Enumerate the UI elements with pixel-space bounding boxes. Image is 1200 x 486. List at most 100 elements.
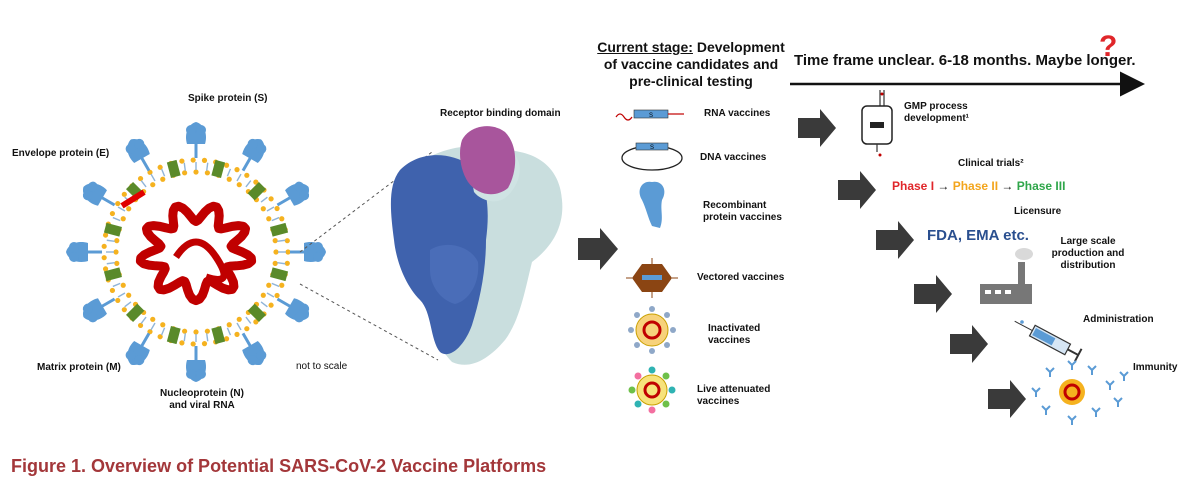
membrane-tail <box>150 173 156 182</box>
membrane-lipid <box>109 210 116 217</box>
membrane-lipid <box>204 170 210 176</box>
nucleocapsid-rna-inner <box>173 238 228 283</box>
matrix-protein <box>247 303 267 323</box>
membrane-lipid <box>115 200 121 207</box>
arrow-administration <box>950 325 988 363</box>
membrane-lipid <box>121 307 127 313</box>
matrix-protein <box>166 159 181 178</box>
nucleocapsid-rna <box>135 201 257 306</box>
phase-arrow-2: → <box>998 179 1017 193</box>
membrane-lipid <box>279 216 285 222</box>
antibody <box>1041 405 1051 415</box>
membrane-lipid <box>193 169 199 175</box>
membrane-lipid <box>113 249 119 255</box>
membrane-lipid <box>274 205 280 212</box>
membrane-tail <box>226 168 232 177</box>
arrow-immunity <box>988 380 1026 418</box>
membrane-tail <box>236 322 242 331</box>
membrane-lipid <box>204 328 210 334</box>
membrane-lipid <box>201 157 208 163</box>
membrane-lipid <box>253 319 259 325</box>
membrane-lipid <box>160 176 166 182</box>
phase-2-label: Phase II <box>952 179 999 193</box>
matrix-protein <box>125 303 145 323</box>
membrane-tail <box>245 316 252 324</box>
figure-caption: Figure 1. Overview of Potential SARS-CoV… <box>11 456 547 476</box>
platform-label-dna: DNA vaccines <box>700 152 767 163</box>
membrane-tail <box>183 333 186 342</box>
membrane-tail <box>226 327 232 336</box>
membrane-lipid <box>226 322 232 328</box>
membrane-lipid <box>115 297 121 304</box>
platform-label-rna: RNA vaccines <box>704 108 771 119</box>
membrane-tail <box>277 262 286 265</box>
spike-protein <box>64 240 104 264</box>
membrane-lipid <box>284 238 290 244</box>
membrane-lipid <box>244 326 250 332</box>
platform-label-inactivated: Inactivated vaccines <box>708 323 761 346</box>
platform-label-live-attenuated: Live attenuated vaccines <box>697 384 771 407</box>
gmp-label: GMP process development¹ <box>904 101 970 124</box>
membrane-lipid <box>274 292 280 299</box>
envelope-protein <box>120 189 146 209</box>
matrix-protein <box>211 159 226 178</box>
spike-protein <box>76 288 122 328</box>
membrane-lipid <box>226 176 232 182</box>
timeline-text: Time frame unclear. 6-18 months. Maybe l… <box>794 52 1136 69</box>
membrane-lipid <box>190 341 196 347</box>
antibody <box>1119 371 1129 381</box>
arrow-gmp <box>798 109 836 147</box>
membrane-lipid <box>268 196 274 202</box>
matrix-protein <box>166 326 181 345</box>
arrow-licensure <box>876 221 914 259</box>
membrane-lipid <box>279 282 285 288</box>
membrane-lipid <box>150 182 156 188</box>
membrane-tail <box>206 333 209 342</box>
membrane-tail <box>206 162 209 171</box>
spike-protein <box>288 240 328 264</box>
membrane-lipid <box>223 162 230 168</box>
matrix-protein <box>103 267 122 282</box>
spike-protein <box>76 176 122 216</box>
matrix-protein <box>247 181 267 201</box>
virus-illustration <box>64 120 328 384</box>
membrane-lipid <box>236 182 242 188</box>
membrane-lipid <box>101 255 107 261</box>
membrane-tail <box>277 239 286 242</box>
membrane-tail <box>112 216 121 222</box>
live-attenuated-vaccine-icon <box>628 366 676 414</box>
current-stage-description: Development of vaccine candidates and pr… <box>603 39 785 89</box>
membrane-lipid <box>120 282 126 288</box>
rna-vaccine-icon: S <box>615 109 684 121</box>
spike-protein-label: Spike protein (S) <box>188 93 268 104</box>
membrane-tail <box>106 262 115 265</box>
membrane-tail <box>117 292 126 298</box>
membrane-tail <box>106 239 115 242</box>
phase-sequence: Phase I → Phase II → Phase III <box>892 179 1065 193</box>
spike-structure-image <box>390 126 563 365</box>
administration-label: Administration <box>1083 314 1154 325</box>
membrane-tail <box>150 322 156 331</box>
immunity-label: Immunity <box>1133 362 1178 373</box>
recombinant-protein-icon <box>639 181 665 228</box>
spike-protein <box>184 344 208 384</box>
matrix-protein <box>270 222 289 237</box>
membrane-lipid <box>121 191 127 197</box>
not-to-scale-note: not to scale <box>296 361 348 372</box>
membrane-tail <box>266 206 275 212</box>
membrane-lipid <box>223 336 230 342</box>
membrane-tail <box>245 180 252 188</box>
membrane-lipid <box>182 170 188 176</box>
membrane-lipid <box>179 340 185 346</box>
agencies-label: FDA, EMA etc. <box>927 227 1029 244</box>
current-stage-text: Current stage: Development of vaccine ca… <box>596 39 786 90</box>
zoom-line-bottom <box>299 283 439 361</box>
syringe-icon <box>1014 320 1083 362</box>
membrane-lipid <box>201 341 208 347</box>
platform-label-recombinant: Recombinant protein vaccines <box>703 200 782 223</box>
membrane-lipid <box>147 329 153 335</box>
matrix-protein <box>270 267 289 282</box>
membrane-tail <box>117 206 126 212</box>
membrane-lipid <box>109 287 116 294</box>
